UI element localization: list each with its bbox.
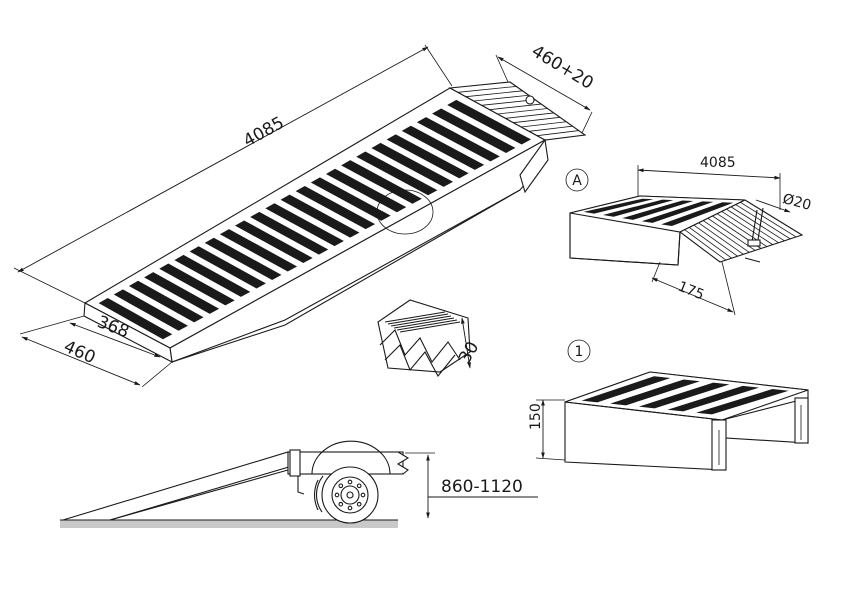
label-outer-width: 460 <box>61 337 99 368</box>
ramp-slat <box>447 99 532 145</box>
side-ramp <box>62 451 293 521</box>
detail-a-view: A 4085 Ø20 175 <box>565 155 813 316</box>
label-detail-a-length: 4085 <box>700 155 736 171</box>
trailer-side-view: 860-1120 <box>60 440 538 528</box>
ramp-slat <box>416 117 500 162</box>
label-section-height: 150 <box>528 403 544 430</box>
detail-a-marker <box>565 168 589 192</box>
ramp-pin <box>525 95 535 105</box>
label-width-top: 460+20 <box>528 41 597 93</box>
label-trailer-height: 860-1120 <box>441 477 523 497</box>
section-1-marker <box>567 339 591 363</box>
detail-a-plate <box>678 199 804 263</box>
section-1-number: 1 <box>575 344 584 360</box>
label-detail-a-diameter: Ø20 <box>781 191 813 214</box>
ramp-slat <box>159 263 235 306</box>
ground <box>60 520 398 528</box>
section-1-view: 1 150 <box>528 339 809 471</box>
ramp-slat <box>128 280 204 323</box>
main-ramp-view <box>83 81 587 363</box>
detail-a-letter: A <box>572 173 582 189</box>
label-detail-a-offset: 175 <box>676 279 707 304</box>
profile-detail: 30 <box>377 299 483 377</box>
ramp-slat <box>432 108 516 153</box>
ramp-hook <box>519 138 549 194</box>
label-length-main: 4085 <box>240 113 288 151</box>
ramp-slat <box>113 289 188 331</box>
ramp-stiffener <box>171 189 521 363</box>
ramp-slat <box>144 272 220 314</box>
